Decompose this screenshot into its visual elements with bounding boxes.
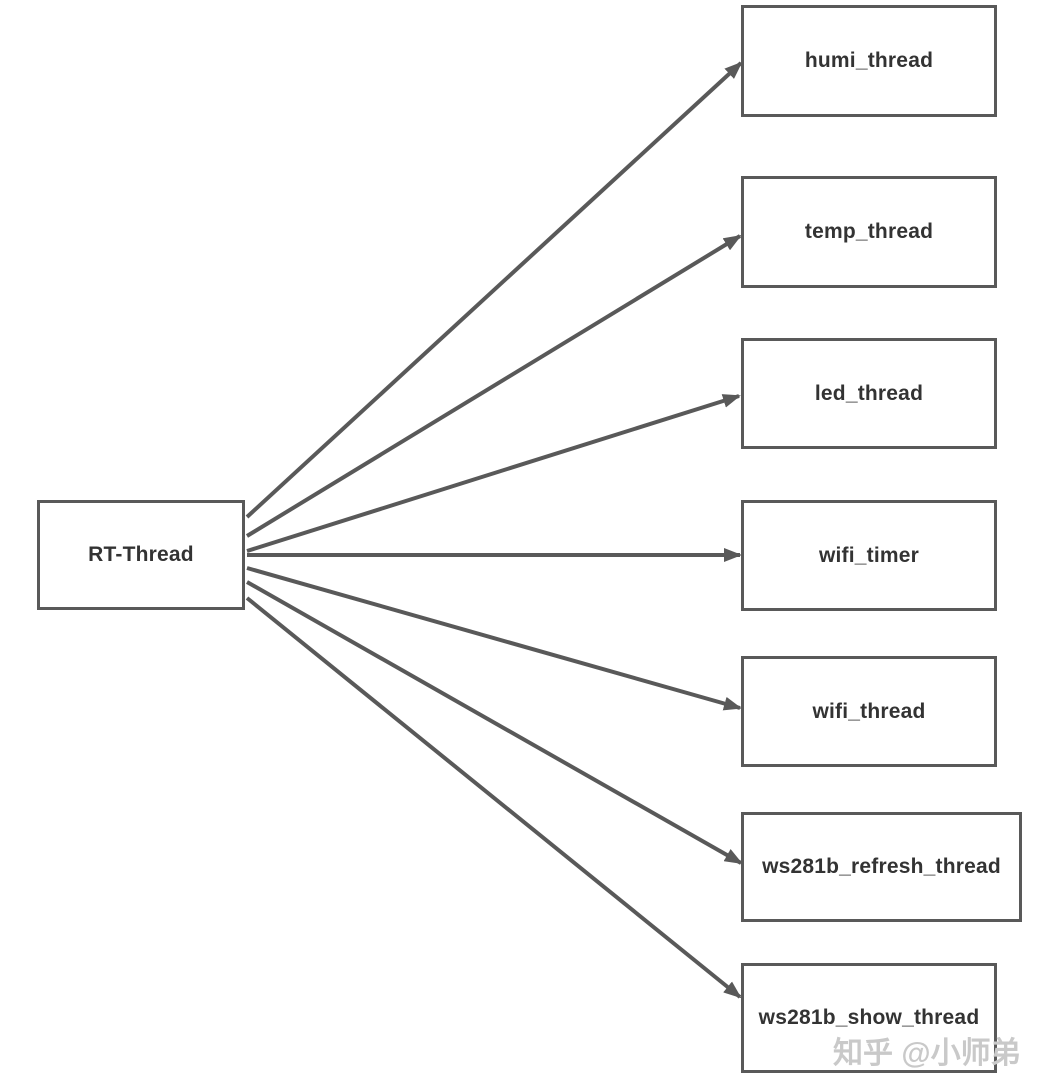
node-wifi-timer: wifi_timer [741, 500, 997, 611]
node-ws281b-refresh-thread: ws281b_refresh_thread [741, 812, 1022, 922]
node-wifi-timer-label: wifi_timer [818, 543, 920, 567]
node-ws281b-refresh-thread-label: ws281b_refresh_thread [762, 855, 1001, 878]
edge-rt-to-led-thread [246, 394, 741, 553]
node-humi-thread-label: humi_thread [804, 49, 934, 72]
node-humi-thread: humi_thread [741, 5, 997, 117]
zhihu-watermark: 知乎 @小师弟 [833, 1037, 1021, 1070]
node-wifi-thread: wifi_thread [741, 656, 997, 767]
node-temp-thread: temp_thread [741, 176, 997, 288]
edge-rt-to-ws281b-refresh-thread [246, 580, 743, 865]
node-ws281b-show-thread: ws281b_show_thread [741, 963, 997, 1073]
edge-rt-to-wifi-thread [246, 566, 742, 711]
edge-rt-to-temp-thread [245, 234, 742, 538]
node-led-thread-label: led_thread [814, 381, 924, 405]
node-rt-thread: RT-Thread [37, 500, 245, 610]
node-led-thread: led_thread [741, 338, 997, 449]
node-rt-thread-label: RT-Thread [88, 543, 194, 566]
node-ws281b-show-thread-label: ws281b_show_thread [758, 1006, 980, 1029]
node-wifi-thread-label: wifi_thread [812, 699, 926, 723]
edge-rt-to-ws281b-show-thread [245, 596, 742, 999]
node-temp-thread-label: temp_thread [804, 220, 934, 243]
edge-rt-to-humi-thread [245, 61, 743, 519]
